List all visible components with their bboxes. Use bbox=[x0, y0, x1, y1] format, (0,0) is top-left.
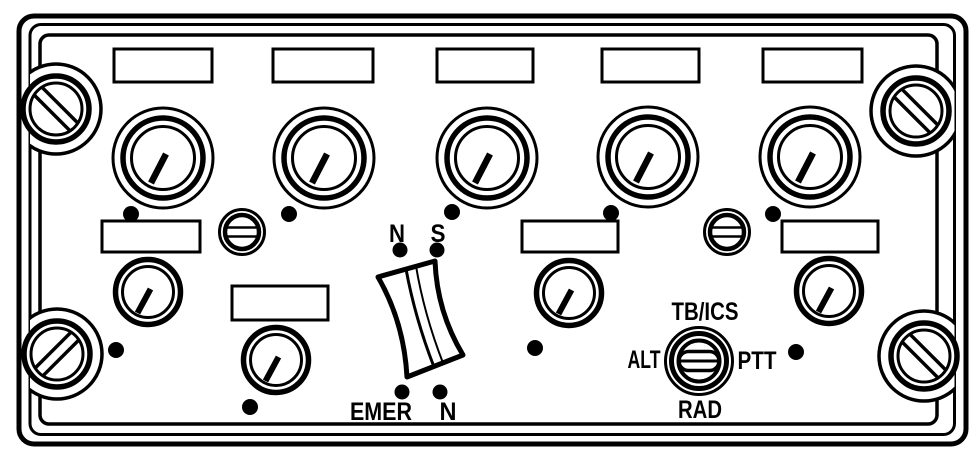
knob-pointer bbox=[309, 152, 330, 185]
slotted-screw-right[interactable] bbox=[703, 208, 751, 256]
index-dot bbox=[242, 399, 258, 415]
panel-frame bbox=[28, 23, 956, 436]
blank-placard-top-1 bbox=[112, 47, 214, 84]
toggle-label-emer: EMER bbox=[350, 398, 412, 426]
volume-knob-large-4[interactable] bbox=[596, 105, 700, 209]
blank-placard-mid-left bbox=[100, 219, 202, 254]
toggle-label-n-lower: N bbox=[440, 398, 457, 426]
slotted-screw-left[interactable] bbox=[218, 208, 266, 256]
volume-knob-small-center[interactable] bbox=[240, 324, 312, 396]
corner-screw-bottom-right bbox=[888, 320, 960, 392]
corner-screw-top-left bbox=[20, 73, 92, 145]
knob-pointer bbox=[633, 151, 654, 184]
volume-knob-small-left[interactable] bbox=[112, 256, 184, 328]
blank-placard-top-4 bbox=[600, 47, 701, 84]
knob-pointer bbox=[134, 287, 154, 315]
index-dot bbox=[394, 384, 410, 400]
knob-pointer bbox=[148, 152, 169, 185]
index-dot bbox=[527, 340, 543, 356]
knob-pointer bbox=[795, 151, 816, 184]
blank-placard-mid-far-right bbox=[780, 219, 880, 254]
screw-slot bbox=[34, 331, 80, 377]
screw-slot bbox=[901, 333, 947, 379]
volume-knob-large-1[interactable] bbox=[111, 106, 215, 210]
index-dot bbox=[788, 344, 804, 360]
lever-stripe bbox=[404, 268, 436, 368]
toggle-label-s-upper: S bbox=[431, 220, 446, 248]
corner-screw-top-right bbox=[880, 75, 952, 147]
knob-pointer bbox=[472, 152, 493, 185]
index-dot bbox=[108, 342, 124, 358]
rotary-label-alt: ALT bbox=[628, 346, 661, 374]
toggle-label-n-upper: N bbox=[389, 220, 405, 248]
rotary-selector-knob[interactable] bbox=[664, 326, 734, 396]
index-dot bbox=[444, 204, 460, 220]
blank-placard-top-2 bbox=[271, 47, 375, 84]
panel-bevel-edge bbox=[28, 23, 956, 436]
rotary-label-rad: RAD bbox=[678, 396, 722, 424]
index-dot bbox=[429, 242, 445, 258]
panel-outer-edge bbox=[16, 13, 969, 447]
toggle-switch-lever[interactable] bbox=[375, 258, 466, 380]
blank-placard-top-5 bbox=[761, 47, 864, 84]
rotary-label-tb-ics: TB/ICS bbox=[672, 298, 739, 326]
index-dot bbox=[281, 206, 297, 222]
volume-knob-large-3[interactable] bbox=[435, 106, 539, 210]
index-dot bbox=[392, 242, 408, 258]
knob-pointer bbox=[555, 288, 575, 316]
panel-face-outline bbox=[38, 33, 939, 426]
index-dot bbox=[603, 205, 619, 221]
volume-knob-small-right[interactable] bbox=[533, 257, 605, 329]
screw-slot bbox=[33, 86, 79, 132]
blank-placard-top-3 bbox=[435, 47, 535, 84]
index-dot bbox=[123, 206, 139, 222]
volume-knob-large-2[interactable] bbox=[272, 106, 376, 210]
blank-placard-mid-right bbox=[520, 219, 620, 254]
index-dot bbox=[765, 206, 781, 222]
knob-pointer bbox=[815, 286, 835, 314]
index-dot bbox=[432, 384, 448, 400]
lever-stripe bbox=[415, 265, 444, 364]
corner-screw-bottom-left bbox=[21, 318, 93, 390]
index-dots bbox=[108, 204, 804, 415]
rotary-label-ptt: PTT bbox=[738, 347, 777, 375]
screw-slot bbox=[893, 88, 939, 134]
knob-pointer bbox=[262, 355, 282, 383]
volume-knob-large-5[interactable] bbox=[758, 105, 862, 209]
volume-knob-small-far-right[interactable] bbox=[793, 255, 865, 327]
blank-placard-center-lower bbox=[230, 284, 330, 322]
